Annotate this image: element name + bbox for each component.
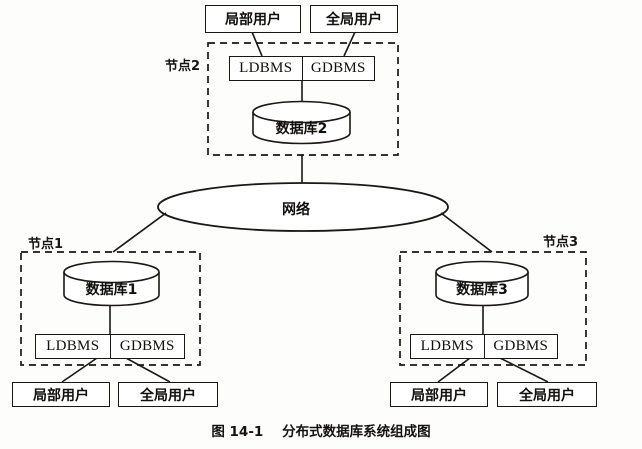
node3-ldbms-cell[interactable]: LDBMS: [411, 335, 485, 358]
node3-global-user-label: 全局用户: [519, 387, 575, 404]
node3-local-user-label: 局部用户: [411, 387, 467, 404]
node1-local-user-label: 局部用户: [33, 387, 89, 404]
node1-boundary: [20, 251, 201, 366]
node1-local-user-box[interactable]: 局部用户: [12, 382, 110, 407]
node1-label: 节点1: [28, 237, 64, 252]
node1-database-cylinder: [63, 260, 160, 307]
node1-global-user-connector: [125, 357, 171, 383]
node1-global-user-label: 全局用户: [140, 387, 196, 404]
node3-global-user-box[interactable]: 全局用户: [497, 382, 597, 407]
node3-database-label: 数据库3: [456, 282, 508, 298]
node1-database-label: 数据库1: [85, 282, 138, 298]
node2-local-user-connector: [251, 31, 263, 57]
network-label: 网络: [282, 202, 310, 218]
node1-ldbms-cell[interactable]: LDBMS: [36, 335, 111, 358]
figure-caption: 图 14-1 分布式数据库系统组成图: [211, 424, 431, 440]
node2-boundary: [207, 42, 399, 156]
node1-dbms-box: LDBMS GDBMS: [35, 334, 185, 359]
node2-label: 节点2: [165, 59, 201, 74]
node1-local-user-connector: [61, 357, 98, 383]
node3-database-cylinder: [435, 260, 529, 307]
node2-local-user-label: 局部用户: [225, 12, 281, 28]
node2-local-user-box[interactable]: 局部用户: [205, 5, 301, 33]
network-ellipse: [157, 182, 449, 232]
node3-local-user-connector: [437, 357, 471, 383]
node3-global-user-connector: [499, 357, 549, 383]
node1-global-user-box[interactable]: 全局用户: [118, 382, 218, 407]
node3-gdbms-cell[interactable]: GDBMS: [493, 338, 549, 354]
node3-label: 节点3: [543, 235, 579, 250]
node2-database-label: 数据库2: [275, 121, 328, 137]
node3-local-user-box[interactable]: 局部用户: [390, 382, 488, 407]
node3-boundary: [399, 251, 587, 366]
node3-dbms-box: LDBMS GDBMS: [410, 334, 558, 359]
node2-global-user-label: 全局用户: [326, 12, 382, 28]
node1-gdbms-cell[interactable]: GDBMS: [119, 338, 175, 354]
node2-ldbms-cell[interactable]: LDBMS: [230, 57, 303, 80]
node2-global-user-connector: [343, 31, 356, 57]
node2-database-cylinder: [252, 100, 351, 145]
node1-network-link: [112, 212, 167, 253]
node2-gdbms-cell[interactable]: GDBMS: [310, 60, 366, 76]
node3-network-link: [440, 212, 493, 253]
node2-dbms-box: LDBMS GDBMS: [229, 56, 375, 81]
node2-global-user-box[interactable]: 全局用户: [310, 5, 398, 33]
